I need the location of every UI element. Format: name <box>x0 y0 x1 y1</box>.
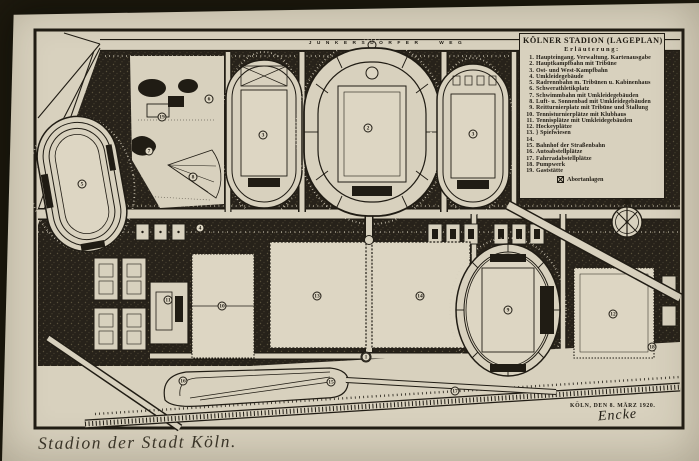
garden-area <box>130 56 224 208</box>
map-marker-12: 12 <box>608 309 618 319</box>
legend-item-label: Schwerathletikplatz <box>536 86 590 93</box>
map-marker-8: 8 <box>188 172 198 182</box>
legend-symbol-row: Abortanlagen <box>557 176 661 184</box>
map-marker-16: 16 <box>178 376 188 386</box>
legend-subtitle: Erläuterung: <box>564 46 620 53</box>
map-marker-4: 4 <box>195 223 205 233</box>
legend-item-label: Autoabstellplätze <box>536 149 583 156</box>
legend-road <box>505 200 683 303</box>
map-marker-6: 6 <box>204 94 214 104</box>
play-meadows <box>269 235 471 363</box>
legend-item-number: 19. <box>526 168 534 175</box>
signature: Encke <box>597 406 638 425</box>
legend-items: 1.Haupteingang. Verwaltung. Kartenausgab… <box>523 55 661 174</box>
legend-item-label: Fahrradabstellplätze <box>536 155 592 162</box>
legend-item: 1.Haupteingang. Verwaltung. Kartenausgab… <box>523 55 661 61</box>
map-marker-10: 10 <box>217 301 227 311</box>
legend-item: 19.Gaststätte <box>523 168 661 174</box>
map-marker-18: 18 <box>647 342 657 352</box>
map-marker-14: 14 <box>415 291 425 301</box>
map-marker-3: 3 <box>258 130 268 140</box>
tram-loop <box>163 367 557 407</box>
legend-item: 16.Autoabstellplätze <box>523 149 661 155</box>
legend-item-number: 18. <box>526 161 534 168</box>
legend-item: 13.} Spielwiesen <box>523 130 661 136</box>
legend-item-number: 8. <box>529 98 534 105</box>
legend-item: 8.Luft- u. Sonnenbad mit Umkleidegebäude… <box>523 99 661 105</box>
map-marker-2: 2 <box>363 123 373 133</box>
legend-item: 7.Schwimmbahn mit Umkleidegebäuden <box>523 93 661 99</box>
handwritten-caption: Stadion der Stadt Köln. <box>37 430 237 454</box>
legend-item-label: Schwimmbahn mit Umkleidegebäuden <box>536 92 639 99</box>
street-label: JUNKERSDORFER WEG <box>308 41 468 46</box>
map-marker-5: 5 <box>77 179 87 189</box>
legend-item: 6.Schwerathletikplatz <box>523 86 661 92</box>
legend-item: 17.Fahrradabstellplätze <box>523 156 661 162</box>
legend-item-label: Reitturnierplatz mit Tribüne und Stallun… <box>536 105 649 112</box>
legend-item-label: Bahnhof der Straßenbahn <box>536 142 606 149</box>
map-marker-7: 7 <box>144 146 154 156</box>
riding-tribune <box>540 286 554 334</box>
legend-item: 4.Umkleidegebäude <box>523 74 661 80</box>
legend-item-label: Ost- und West-Kampfbahn <box>536 67 608 74</box>
map-marker-17: 17 <box>450 386 460 396</box>
stand-spokes <box>304 54 440 210</box>
map-marker-1: 1 <box>361 352 371 362</box>
legend-item-number: 4. <box>529 73 534 80</box>
legend-item-number: 5. <box>529 80 534 87</box>
legend-item-number: 12. <box>526 124 534 131</box>
legend-item-label: Umkleidegebäude <box>536 73 584 80</box>
legend-item-number: 17. <box>526 155 534 162</box>
legend-item-label: Pumpwerk <box>536 161 566 168</box>
map-marker-11: 11 <box>163 295 173 305</box>
legend-item-number: 6. <box>529 86 534 93</box>
main-stadium <box>295 39 449 225</box>
legend-item: 15.Bahnhof der Straßenbahn <box>523 143 661 149</box>
tennis-courts <box>93 253 255 359</box>
legend-item-label: Haupteingang. Verwaltung. Kartenausgabe <box>536 55 651 61</box>
legend-item-number: 10. <box>526 111 534 118</box>
legend-item: 10.Tennisturnierplätze mit Klubhaus <box>523 112 661 118</box>
date-line: KÖLN, DEN 8. MÄRZ 1920. <box>570 403 656 409</box>
map-marker-13: 13 <box>312 291 322 301</box>
tribune <box>352 186 392 196</box>
map-marker-3: 3 <box>468 129 478 139</box>
legend-item-number: 11. <box>526 117 534 124</box>
legend-item-number: 13. <box>526 130 534 137</box>
legend-item-number: 16. <box>526 149 534 156</box>
compass-rose <box>611 195 643 240</box>
legend-item-number: 7. <box>529 92 534 99</box>
crosshatch-square-icon <box>557 176 564 184</box>
legend-item: 2.Hauptkampfbahn mit Tribüne <box>523 61 661 67</box>
legend-item-label: Tennisturnierplätze mit Klubhaus <box>536 111 627 118</box>
legend-item: 18.Pumpwerk <box>523 162 661 168</box>
map-marker-15: 15 <box>326 377 336 387</box>
map-marker-9: 9 <box>503 305 513 315</box>
legend-item: 3.Ost- und West-Kampfbahn <box>523 68 661 74</box>
legend-item-number: 15. <box>526 142 534 149</box>
legend-box: KÖLNER STADION (LAGEPLAN) Erläuterung: 1… <box>519 33 665 199</box>
map-marker-19: 19 <box>157 112 167 122</box>
legend-title: KÖLNER STADION (LAGEPLAN) <box>523 36 663 45</box>
legend-item-number: 9. <box>529 105 534 112</box>
legend-symbol-label: Abortanlagen <box>567 176 604 184</box>
legend-item: 11.Tennisplätze mit Umkleidegebäuden <box>523 118 661 124</box>
legend-item-label: Hockeyplätze <box>536 124 572 131</box>
legend-item-label: Radrennbahn m. Tribünen u. Kabinenhaus <box>536 80 651 87</box>
legend-item: 5.Radrennbahn m. Tribünen u. Kabinenhaus <box>523 80 661 86</box>
legend-item-number: 1. <box>529 55 534 61</box>
legend-item: 14. <box>523 137 661 143</box>
legend-item-label: Hauptkampfbahn mit Tribüne <box>536 61 617 68</box>
fountain <box>365 66 379 80</box>
legend-item-number: 3. <box>529 67 534 74</box>
legend-item-label: } Spielwiesen <box>536 130 571 137</box>
legend-item-number: 2. <box>529 61 534 68</box>
legend-item-label: Tennisplätze mit Umkleidegebäuden <box>536 117 633 124</box>
legend-item-label: Gaststätte <box>536 168 563 175</box>
legend-item-number: 14. <box>526 136 534 143</box>
legend-item-label: Luft- u. Sonnenbad mit Umkleidegebäuden <box>536 98 651 105</box>
legend-item: 12.Hockeyplätze <box>523 124 661 130</box>
legend-item: 9.Reitturnierplatz mit Tribüne und Stall… <box>523 105 661 111</box>
building-dots <box>141 229 540 239</box>
